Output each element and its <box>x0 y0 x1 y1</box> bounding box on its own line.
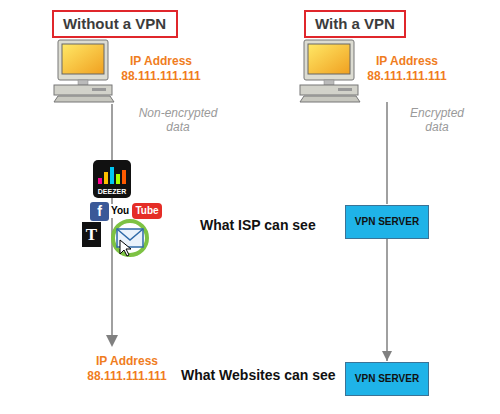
computer-icon <box>54 40 114 102</box>
equalizer-bar <box>110 167 114 184</box>
equalizer-bar <box>98 178 102 184</box>
arrow-head <box>106 335 118 347</box>
logo-text: Tube <box>132 204 162 218</box>
logo-text: DEEZER <box>93 187 131 196</box>
newspaper-logo <box>82 222 101 247</box>
connector-arrow <box>386 239 388 361</box>
note-text: Non-encrypted data <box>133 106 223 134</box>
computer-node: IP Address 88.111.111.111 <box>298 40 452 102</box>
envelope-flap <box>117 229 143 240</box>
logo-text: T <box>82 222 101 247</box>
equalizer-bar <box>122 170 126 184</box>
email-icon-ring <box>113 221 147 255</box>
section-header: Without a VPN <box>52 10 178 38</box>
computer-icon <box>300 40 360 102</box>
vpn-server-box: VPN SERVER <box>345 362 429 396</box>
header-text: With a VPN <box>315 15 395 33</box>
ip-address-text: IP Address 88.111.111.111 <box>362 54 452 84</box>
server-text: VPN SERVER <box>355 373 419 385</box>
section-header: With a VPN <box>304 10 406 38</box>
youtube-logo <box>132 203 162 219</box>
facebook-logo <box>90 202 109 221</box>
logo-text: f <box>90 202 109 221</box>
server-text: VPN SERVER <box>355 216 419 228</box>
header-text: Without a VPN <box>63 15 167 33</box>
row-caption: What ISP can see <box>200 217 316 234</box>
deezer-logo <box>93 160 131 198</box>
row-caption: What Websites can see <box>181 367 336 384</box>
ip-address-text: IP Address 88.111.111.111 <box>116 54 206 84</box>
ip-address-text: IP Address 88.111.111.111 <box>82 354 172 384</box>
note-text: Encrypted data <box>404 106 470 134</box>
computer-node: IP Address 88.111.111.111 <box>52 40 206 102</box>
connector-arrow <box>386 102 388 204</box>
data-flow-line <box>111 104 113 336</box>
logo-text: You <box>110 204 130 218</box>
vpn-server-box: VPN SERVER <box>345 205 429 239</box>
mouse-cursor <box>120 240 131 256</box>
equalizer-bar <box>104 172 108 184</box>
equalizer-bar <box>116 174 120 184</box>
